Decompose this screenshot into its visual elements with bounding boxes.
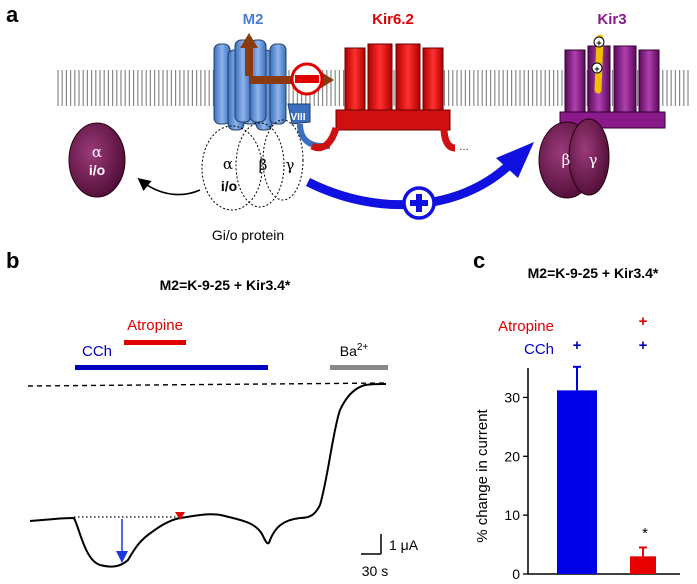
dissociation-arrow	[137, 178, 201, 196]
current-trace	[29, 383, 387, 568]
svg-text:+: +	[594, 64, 599, 74]
cch-plus-1: +	[573, 337, 582, 354]
free-alpha-sub: i/o	[89, 162, 105, 178]
svg-text:+: +	[596, 38, 601, 48]
y-tick-label: 10	[504, 507, 520, 523]
y-tick-label: 20	[504, 448, 520, 464]
significance-marker: *	[642, 525, 648, 542]
baseline-dashed	[27, 382, 389, 387]
g-alpha-sub: i/o	[221, 178, 237, 194]
bar-chart: 0 10 20 30	[504, 365, 680, 582]
g-alpha-symbol: α	[223, 155, 233, 173]
row-cch-label: CCh	[524, 341, 554, 358]
row-atropine-label: Atropine	[498, 318, 554, 335]
helix8-label: VIII	[290, 112, 305, 123]
kir3-label: Kir3	[597, 11, 626, 28]
ba-label: Ba2+	[340, 342, 369, 359]
atropine-marker	[175, 512, 185, 520]
y-tick-label: 0	[512, 566, 520, 582]
kir3-ion-pathway: + +	[591, 34, 605, 94]
free-galpha	[68, 122, 126, 198]
m2-label: M2	[243, 11, 264, 28]
chart-ylabel: % change in current	[474, 408, 491, 542]
panel-c-letter: c	[473, 248, 485, 273]
cch-bar	[75, 365, 268, 370]
panel-b-letter: b	[6, 248, 19, 273]
free-alpha-symbol: α	[92, 143, 102, 161]
cch-plus-2: +	[639, 337, 648, 354]
activation-sign	[402, 186, 436, 220]
scale-bar	[361, 534, 382, 555]
kir3-gbetagamma	[538, 118, 610, 199]
kir62-channel: …	[310, 43, 469, 153]
scale-time-label: 30 s	[362, 563, 388, 579]
cch-label: CCh	[82, 343, 112, 360]
g-beta-symbol: β	[259, 156, 268, 174]
gprotein-heterotrimer	[201, 119, 304, 211]
atropine-bar	[124, 340, 186, 345]
svg-text:…: …	[459, 142, 469, 153]
bar-2	[630, 556, 656, 574]
g-gamma-symbol: γ	[286, 156, 295, 174]
ba-bar	[330, 365, 388, 370]
kir62-label: Kir6.2	[372, 11, 414, 28]
atropine-plus-2: +	[639, 313, 648, 330]
bar-1	[557, 390, 597, 574]
gprotein-caption: Gi/o protein	[212, 227, 284, 243]
scale-current-label: 1 μA	[389, 537, 419, 553]
inhibition-sign	[290, 62, 324, 96]
kir3-beta-symbol: β	[562, 151, 571, 169]
atropine-label: Atropine	[127, 317, 183, 334]
panel-b-title: M2=K-9-25 + Kir3.4*	[160, 277, 291, 293]
panel-a-letter: a	[6, 2, 19, 27]
y-tick-label: 30	[504, 389, 520, 405]
panel-c-title: M2=K-9-25 + Kir3.4*	[528, 265, 659, 281]
kir3-gamma-symbol: γ	[589, 151, 598, 169]
